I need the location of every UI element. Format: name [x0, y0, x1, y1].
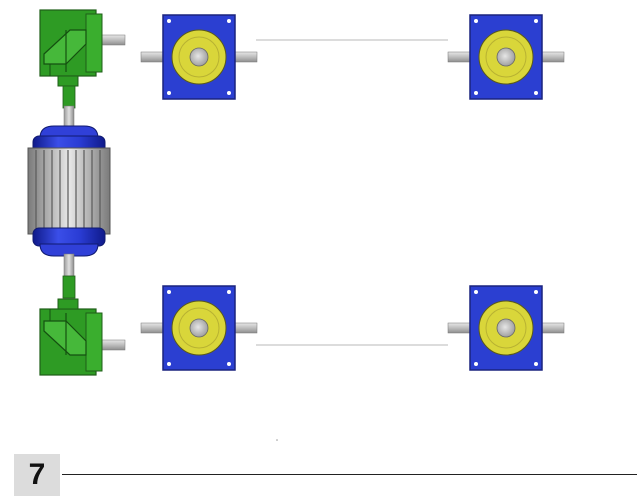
electric-motor — [27, 125, 111, 257]
motor-lower-shaft — [63, 253, 75, 277]
top-right-gearbox — [447, 14, 565, 100]
bottom-bevel-gearbox — [39, 275, 126, 376]
bottom-left-gearbox — [140, 285, 258, 371]
bottom-right-gearbox — [447, 285, 565, 371]
stray-mark — [276, 439, 278, 441]
figure-separator-rule — [62, 474, 637, 475]
figure-number-label: 7 — [14, 454, 60, 496]
top-left-gearbox — [140, 14, 258, 100]
top-bevel-gearbox — [39, 9, 126, 109]
